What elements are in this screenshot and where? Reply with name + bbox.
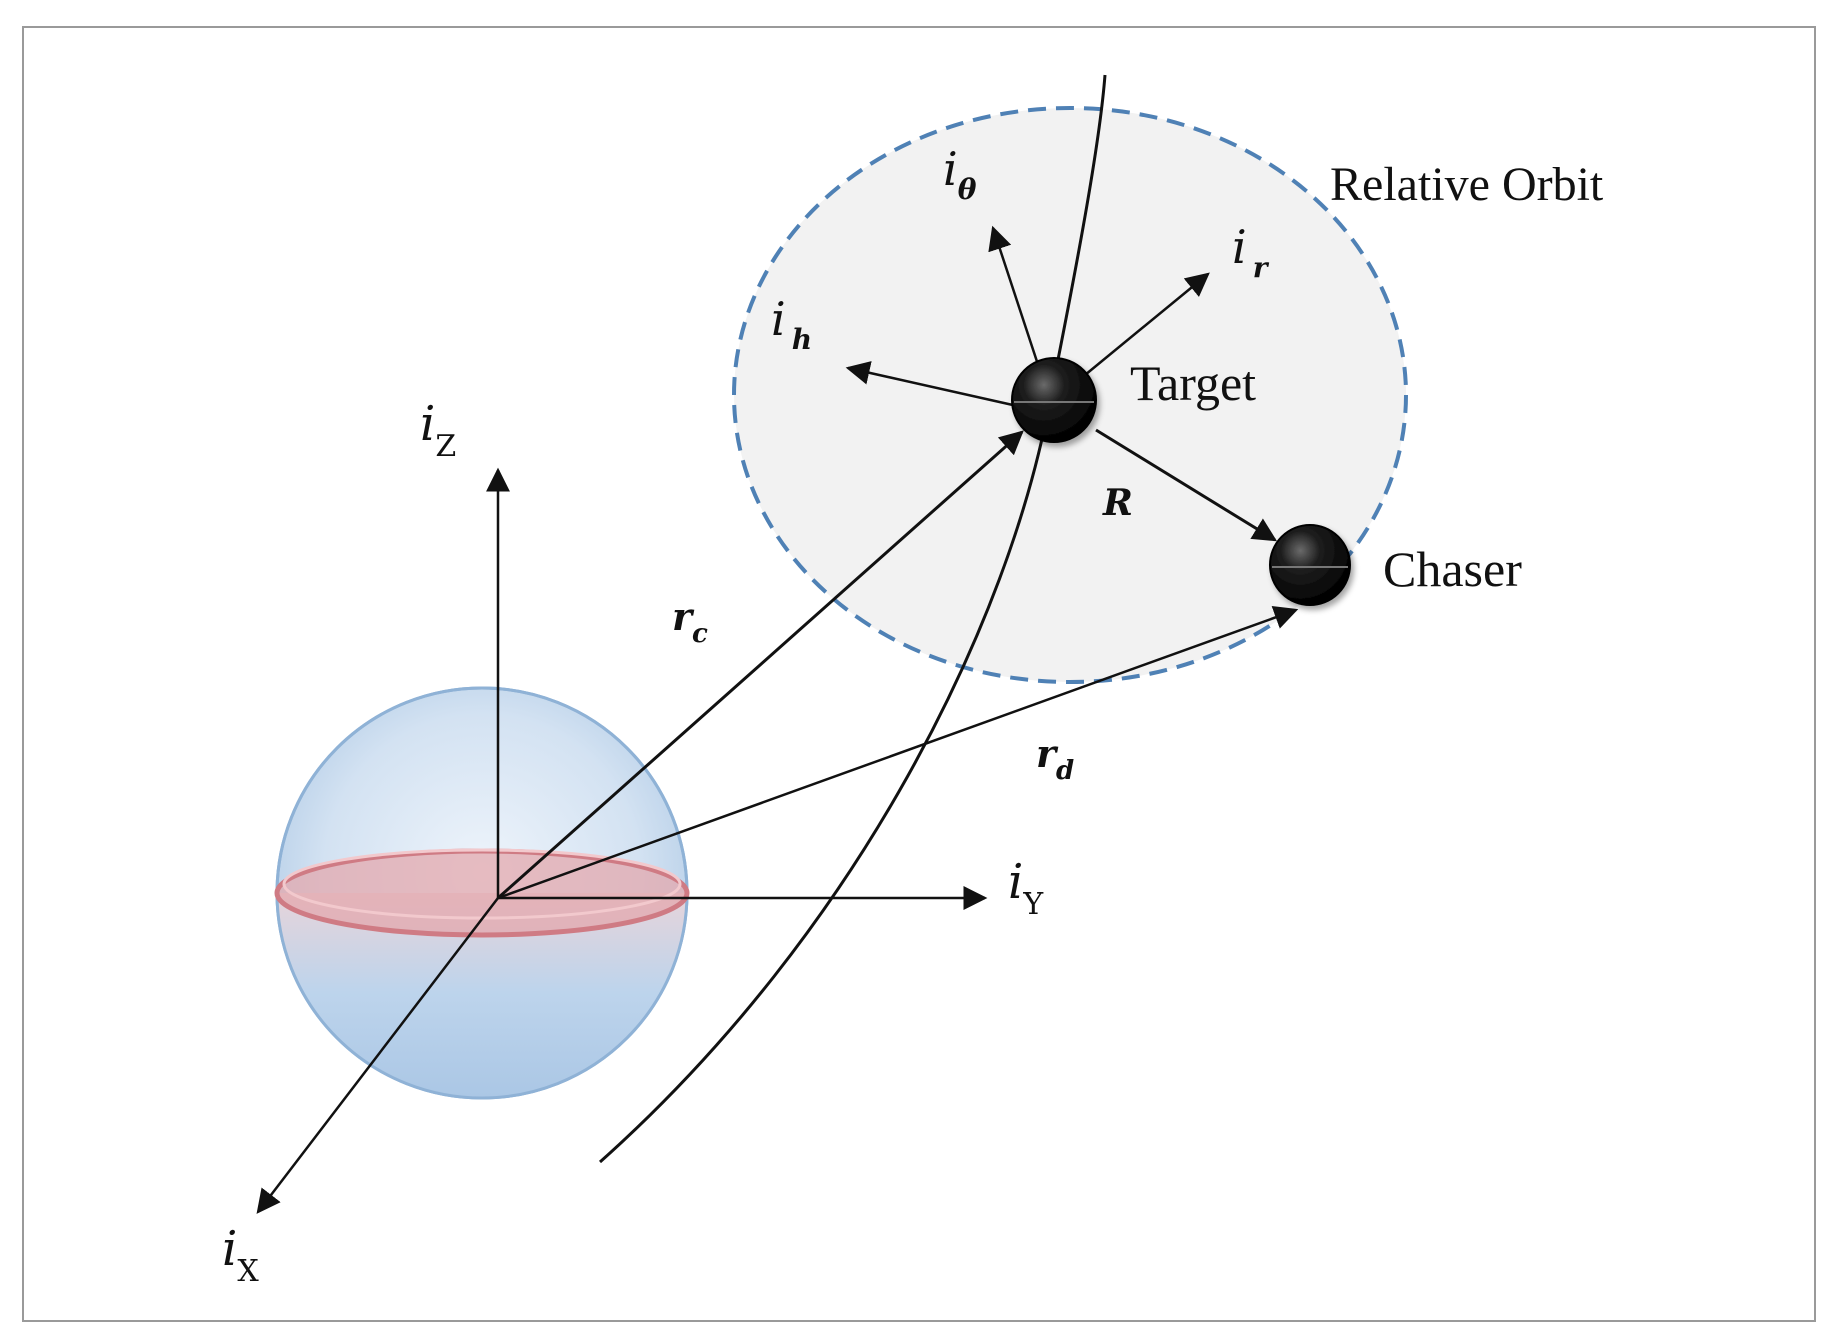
rc-label: rc: [672, 594, 708, 649]
vector-rd-arrow: [497, 606, 1299, 900]
rd-label: rd: [1036, 731, 1074, 786]
target-label: Target: [1130, 355, 1256, 411]
iZ-label: iZ: [420, 396, 456, 464]
axis-iX-arrow: [256, 897, 499, 1214]
earth-sphere: [274, 686, 690, 1100]
chaser-label: Chaser: [1383, 541, 1522, 597]
iY-label: iY: [1008, 854, 1044, 922]
equator-ring: [274, 848, 690, 938]
vector-rc-arrow: [497, 430, 1024, 900]
itheta-label: iθ: [943, 142, 977, 206]
axis-ih-arrow: [845, 361, 1036, 412]
relative-orbit-label: Relative Orbit: [1330, 158, 1604, 211]
reference-trajectory: [599, 74, 1107, 1164]
R-label: R: [1102, 482, 1133, 524]
axis-ir-arrow: [1084, 272, 1210, 376]
target-spacecraft: [1011, 357, 1097, 443]
iX-label: iX: [222, 1221, 259, 1289]
vector-R-arrow: [1095, 428, 1278, 542]
chaser-spacecraft: [1269, 524, 1351, 606]
